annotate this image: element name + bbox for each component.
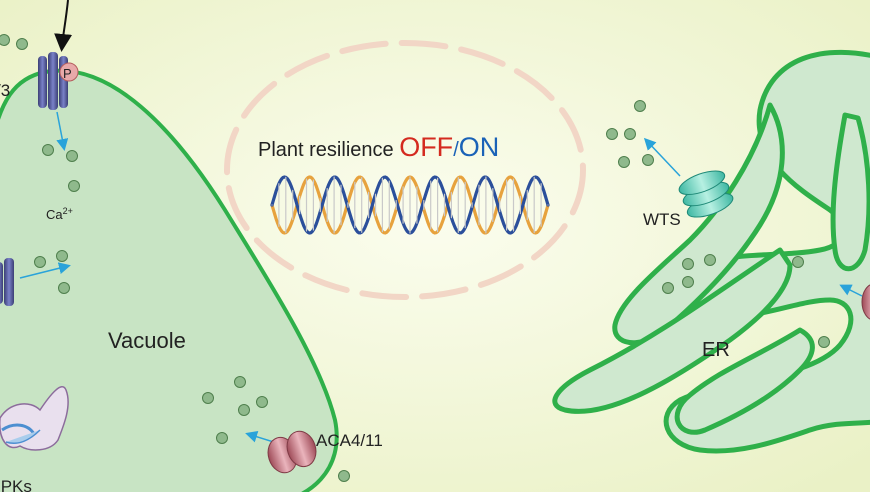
phosphate-icon [59,62,79,82]
aca-pump-icon [861,284,870,320]
vacuole-label: Vacuole [108,328,186,353]
calcium-channel-icon [38,52,68,110]
er-label: ER [702,339,730,361]
ion-flow-arrow [56,111,69,151]
ion-flow-arrow [643,137,681,177]
calcium-ion [682,276,694,288]
calcium-ions [0,34,830,482]
dna-helix-icon [270,175,550,235]
calcium-ion [16,38,28,50]
calcium-ion [624,128,636,140]
cpk-kinase-icon [0,386,69,451]
calcium-ion [618,156,630,168]
calcium-ion [606,128,618,140]
cpks-label-partial: IPKs [0,477,32,492]
wts-label: WTS [643,210,681,229]
wts-channel-icon [678,170,734,218]
channel-label-partial: /3 [0,81,10,100]
resilience-ellipse [224,40,586,300]
calcium-ion [68,180,80,192]
phosphate-label: P [63,66,72,81]
calcium-ion [256,396,268,408]
calcium-ion [66,150,78,162]
calcium-ion [238,404,250,416]
ion-flow-arrow [839,284,863,297]
calcium-channel-icon [0,258,14,306]
resilience-title: Plant resilience OFF/ON [258,132,499,162]
calcium-ion [634,100,646,112]
calcium-ion [202,392,214,404]
aca-label: ACA4/11 [316,431,383,450]
calcium-ion [792,256,804,268]
calcium-ion [682,258,694,270]
aca-pump-icon [267,430,317,474]
calcium-ion [338,470,350,482]
vacuole-membrane [0,68,339,492]
calcium-ion [56,250,68,262]
calcium-ion [642,154,654,166]
calcium-ion [662,282,674,294]
calcium-ion [34,256,46,268]
calcium-ion [42,144,54,156]
signal-arrow [54,0,73,52]
ion-flow-arrow [19,262,71,279]
calcium-ion [234,376,246,388]
calcium-ion [704,254,716,266]
calcium-label: Ca2+ [46,206,73,222]
calcium-ion [0,34,10,46]
calcium-ion [58,282,70,294]
calcium-ion [818,336,830,348]
er-membrane [552,49,870,454]
calcium-ion [216,432,228,444]
